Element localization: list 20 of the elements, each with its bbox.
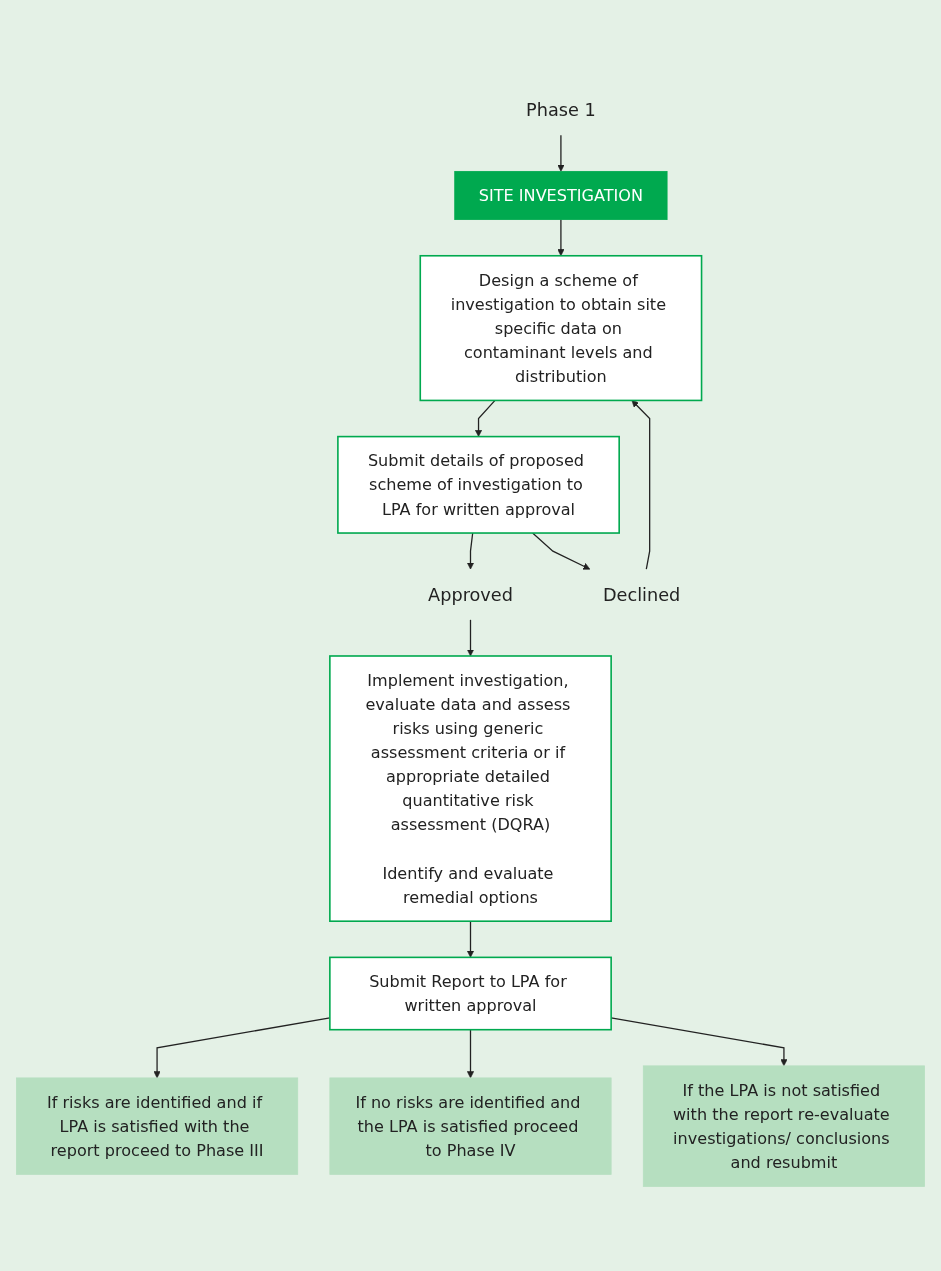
arrow [631, 400, 651, 570]
node-box: Submit Report to LPA for written approval [329, 956, 612, 1031]
node-box: SITE INVESTIGATION [454, 171, 668, 220]
node-text: Phase 1 [526, 99, 596, 120]
arrow [466, 532, 475, 570]
node-box: If no risks are identified and the LPA is satisfied proceed to Phase IV [329, 1077, 612, 1175]
arrow [466, 920, 475, 958]
arrow [466, 619, 475, 657]
node-box: Submit details of proposed scheme of investigation to LPA for written approval [337, 435, 620, 534]
node-text: Declined [602, 584, 681, 605]
arrow [531, 532, 591, 570]
arrow [475, 399, 496, 437]
node-box: Design a scheme of investigation to obtain site specific data on contaminant levels and distribution [419, 254, 703, 402]
arrow [557, 134, 565, 172]
arrow [466, 1029, 475, 1079]
node-box: Implement investigation, evaluate data and assess risks using generic assessment criteria or if appropriate detailed quantitative risk assessment (DQRA) Identify and evaluate remedial options [329, 655, 612, 922]
node-box: If risks are identified and if LPA is satisfied with the report proceed to Phase III [16, 1077, 299, 1175]
arrow [557, 218, 565, 257]
node-box: If the LPA is not satisfied with the report re-evaluate investigations/ conclusions and resubmit [642, 1065, 925, 1187]
node-text: Approved [428, 584, 513, 605]
